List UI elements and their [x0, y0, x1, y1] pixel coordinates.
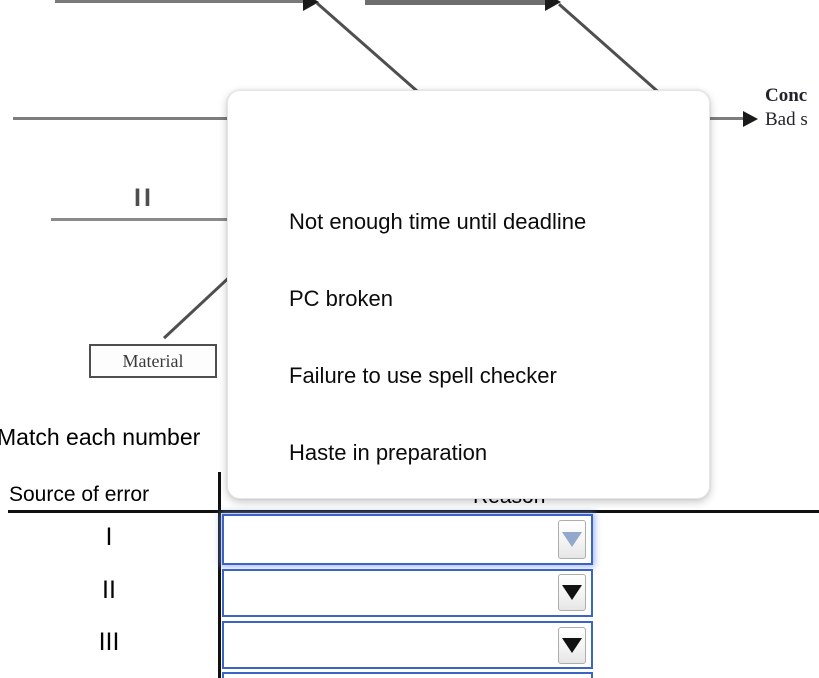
- dropdown-option-1[interactable]: Not enough time until deadline: [289, 209, 587, 234]
- dropdown-options-popup: Not enough time until deadline PC broken…: [227, 90, 710, 499]
- table-header-rule: [8, 510, 819, 513]
- rib-arrowhead-1-icon: [303, 0, 319, 11]
- row-numeral-iii: III: [98, 628, 120, 656]
- dropdown-arrow-icon: [562, 638, 582, 653]
- spine-arrowhead-icon: [743, 111, 758, 127]
- dropdown-option-2[interactable]: PC broken: [289, 286, 393, 311]
- fishbone-rib-line-1: [55, 0, 305, 3]
- column-header-source: Source of error: [9, 483, 150, 506]
- fishbone-bone-material: [163, 272, 235, 340]
- dropdown-option-4[interactable]: Haste in preparation: [289, 440, 488, 465]
- fishbone-rib-line-3: [51, 218, 227, 221]
- fishbone-rib-line-2: [365, 0, 547, 5]
- reason-select-row-3[interactable]: [222, 621, 593, 669]
- reason-select-row-2[interactable]: [222, 569, 593, 617]
- dropdown-arrow-icon: [562, 532, 582, 547]
- rib-arrowhead-2-icon: [545, 0, 561, 11]
- select-1-button[interactable]: [558, 520, 586, 559]
- row-numeral-i: I: [105, 523, 113, 551]
- dropdown-arrow-icon: [562, 585, 582, 600]
- fishbone-bone-1: [316, 2, 431, 104]
- reason-select-row-1[interactable]: [222, 514, 593, 565]
- conclusion-title: Conc: [765, 85, 808, 106]
- table-column-divider: [218, 472, 221, 678]
- row-numeral-ii: II: [102, 576, 116, 604]
- select-2-button[interactable]: [558, 574, 586, 611]
- reason-select-row-4[interactable]: [222, 672, 593, 678]
- select-3-button[interactable]: [558, 627, 586, 664]
- conclusion-subtitle: Bad s: [765, 109, 808, 130]
- instruction-text: Match each number: [0, 424, 201, 450]
- dropdown-option-3[interactable]: Failure to use spell checker: [289, 363, 557, 388]
- rib-label-ii: II: [134, 184, 154, 212]
- material-category-box: Material: [89, 344, 217, 378]
